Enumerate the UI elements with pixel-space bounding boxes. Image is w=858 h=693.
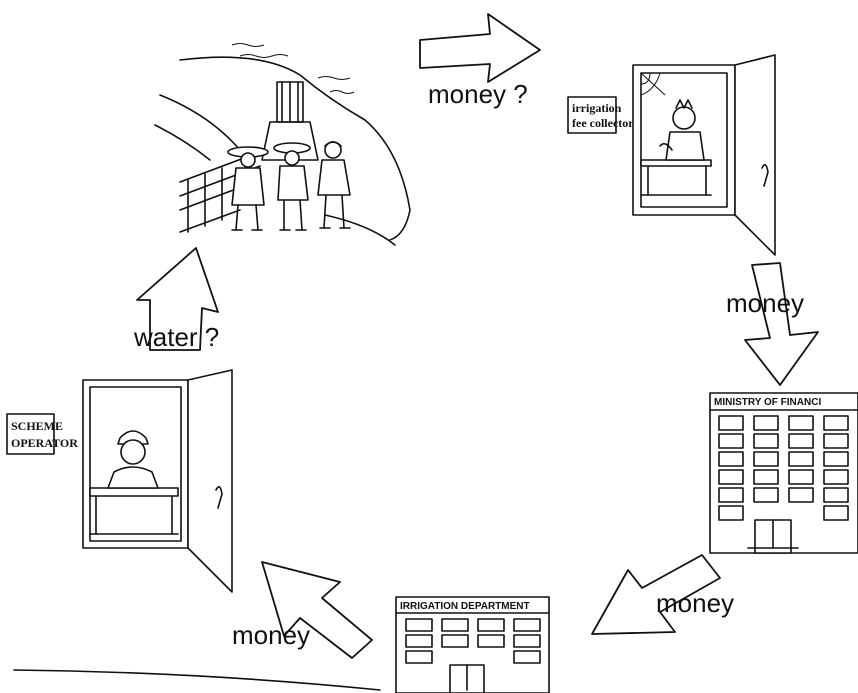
- building-window: [405, 634, 433, 648]
- farmers-at-gate-icon: [154, 43, 411, 246]
- building-window: [718, 451, 744, 467]
- building-window: [718, 415, 744, 431]
- building-window: [788, 451, 814, 467]
- ministry-building-icon: MINISTRY OF FINANCI: [709, 392, 858, 554]
- label-money-bottom-left: money: [232, 620, 310, 650]
- building-window: [441, 634, 469, 648]
- irrigation-department-title: IRRIGATION DEPARTMENT: [400, 601, 530, 612]
- building-window: [823, 415, 849, 431]
- arrow-to-scheme-operator: [261, 561, 373, 659]
- sign-collector-line2: fee collector: [572, 116, 634, 130]
- sign-collector-line1: irrigation: [572, 101, 622, 115]
- scheme-operator-booth-icon: [82, 369, 233, 593]
- building-window: [823, 505, 849, 521]
- building-window: [823, 487, 849, 503]
- building-window: [753, 451, 779, 467]
- irrigation-department-windows: [405, 618, 541, 664]
- building-window: [788, 487, 814, 503]
- building-window: [753, 415, 779, 431]
- building-window: [718, 505, 744, 521]
- building-window: [477, 634, 505, 648]
- building-window: [753, 469, 779, 485]
- scheme-operator-sign: [6, 413, 55, 455]
- sign-operator-line1: SCHEME: [11, 419, 63, 433]
- building-window: [718, 469, 744, 485]
- irrigation-department-building-icon: IRRIGATION DEPARTMENT: [395, 596, 550, 693]
- building-window: [718, 433, 744, 449]
- building-window: [718, 487, 744, 503]
- building-window: [513, 618, 541, 632]
- building-window: [753, 487, 779, 503]
- building-window: [441, 618, 469, 632]
- baseline-stroke: [13, 669, 381, 691]
- building-window: [823, 469, 849, 485]
- building-window: [788, 433, 814, 449]
- building-window: [823, 433, 849, 449]
- fee-collector-booth-icon: [632, 54, 776, 256]
- arrow-to-ministry: [744, 262, 819, 386]
- ministry-title: MINISTRY OF FINANCI: [714, 397, 821, 408]
- building-window: [788, 415, 814, 431]
- building-window: [823, 451, 849, 467]
- building-window: [405, 618, 433, 632]
- building-window: [753, 433, 779, 449]
- sign-operator-line2: OPERATOR: [11, 436, 78, 450]
- building-window: [513, 634, 541, 648]
- ministry-windows: [718, 415, 849, 521]
- building-window: [513, 650, 541, 664]
- label-water-question: water ?: [133, 322, 219, 352]
- building-window: [405, 650, 433, 664]
- building-window: [477, 618, 505, 632]
- label-money-bottom-right: money: [656, 588, 734, 618]
- arrow-to-farmers: [136, 247, 219, 351]
- arrow-to-fee-collector: [419, 13, 541, 83]
- arrow-to-irrigation-department: [591, 554, 721, 635]
- building-window: [788, 469, 814, 485]
- label-money-question: money ?: [428, 79, 528, 109]
- label-money-right: money: [726, 288, 804, 318]
- fee-collector-sign: [567, 96, 617, 134]
